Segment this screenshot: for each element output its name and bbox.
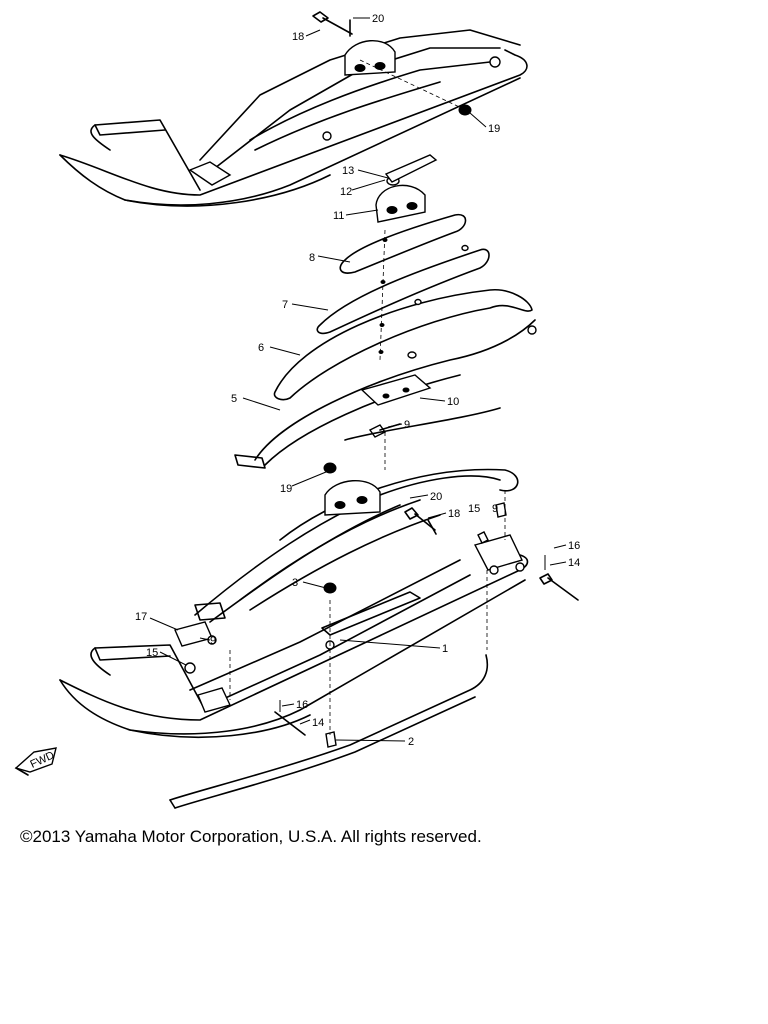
upper-ski-assembly (59, 29, 528, 207)
callout-16-right: 16 (568, 540, 580, 552)
alignment-lines (229, 432, 506, 735)
callout-9-left: 9 (210, 635, 216, 647)
leader-lines (149, 17, 567, 742)
callout-11: 11 (333, 210, 344, 222)
callout-9-mid: 9 (404, 419, 410, 431)
ski-assembly-diagram: FWD 20 18 19 13 12 11 8 (14, 11, 580, 809)
leaf-spring-stack (234, 213, 537, 469)
plate-and-bolt (344, 374, 501, 441)
callout-7: 7 (282, 299, 288, 311)
forward-direction-mark: FWD (14, 747, 57, 776)
callout-14-right: 14 (568, 557, 580, 569)
upper-hardware (312, 11, 472, 223)
lower-ski-assembly (59, 462, 579, 738)
callout-19-bottom: 19 (280, 483, 292, 495)
callout-15-left: 15 (146, 647, 158, 659)
callout-14-left: 14 (312, 717, 324, 729)
callout-19-top: 19 (488, 123, 500, 135)
callout-16-left: 16 (296, 699, 308, 711)
callout-3: 3 (292, 577, 298, 589)
callout-5: 5 (231, 393, 237, 405)
callout-20-bottom: 20 (430, 491, 442, 503)
callout-18-top: 18 (292, 31, 304, 43)
copyright-notice: ©2013 Yamaha Motor Corporation, U.S.A. A… (20, 827, 482, 846)
callout-8: 8 (309, 252, 315, 264)
callout-17: 17 (135, 611, 147, 623)
callout-6: 6 (258, 342, 264, 354)
callout-1: 1 (442, 643, 448, 655)
callout-12: 12 (340, 186, 352, 198)
callout-20-top: 20 (372, 13, 384, 25)
callout-18-bottom: 18 (448, 508, 460, 520)
callout-9-right: 9 (492, 503, 498, 515)
callout-2: 2 (408, 736, 414, 748)
callout-13: 13 (342, 165, 354, 177)
callout-15-right: 15 (468, 503, 480, 515)
callout-numbers: 20 18 19 13 12 11 8 7 6 5 10 9 19 20 18 … (135, 13, 580, 748)
callout-10: 10 (447, 396, 459, 408)
wear-bar (169, 654, 489, 809)
